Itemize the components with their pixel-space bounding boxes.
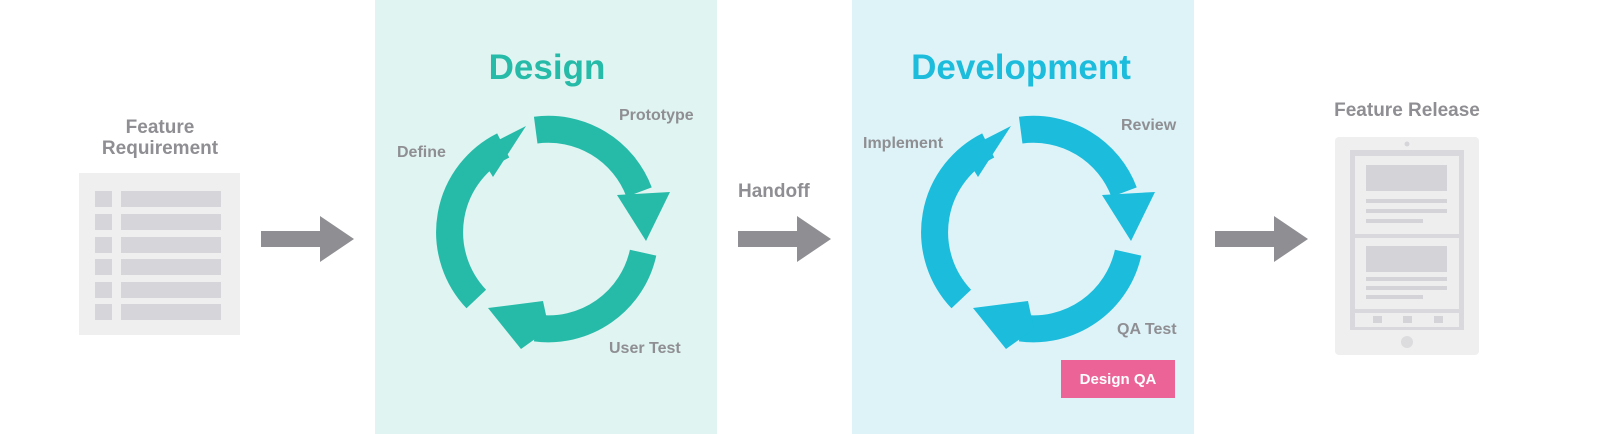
dev-cycle-arc-top — [1018, 115, 1137, 198]
arrowhead — [477, 126, 526, 177]
right-arrow-icon — [738, 216, 831, 262]
prototype-label: Prototype — [619, 107, 694, 124]
review-label: Review — [1121, 117, 1177, 134]
design-panel — [375, 0, 717, 434]
right-arrow-icon — [261, 216, 354, 262]
document-list-icon — [79, 173, 240, 335]
handoff-label: Handoff — [738, 181, 810, 202]
design-title: Design — [488, 48, 606, 87]
arrowhead — [1102, 192, 1155, 241]
requirement-title-line1: Feature — [125, 117, 195, 138]
development-title: Development — [911, 48, 1131, 87]
development-cycle-icon — [921, 115, 1142, 343]
define-label: Define — [397, 144, 446, 161]
design-cycle-icon — [436, 115, 657, 343]
arrowhead — [973, 301, 1034, 349]
design-cycle-arc-top — [533, 115, 652, 198]
design-cycle-arrowheads — [477, 126, 670, 349]
design-cycle-arc-bottom — [533, 249, 657, 343]
arrowhead — [617, 192, 670, 241]
qa-test-label: QA Test — [1117, 321, 1177, 338]
requirement-title-line2: Requirement — [101, 138, 219, 159]
tablet-device-icon — [1335, 137, 1479, 355]
design-qa-badge: Design QA — [1061, 360, 1175, 398]
arrowhead — [962, 126, 1011, 177]
arrowhead — [488, 301, 549, 349]
right-arrow-icon — [1215, 216, 1308, 262]
implement-label: Implement — [863, 135, 944, 152]
release-title: Feature Release — [1334, 100, 1480, 121]
requirement-title: Feature Requirement — [102, 117, 218, 159]
dev-cycle-arc-bottom — [1018, 249, 1142, 343]
user-test-label: User Test — [609, 340, 681, 357]
development-cycle-arrowheads — [962, 126, 1155, 349]
